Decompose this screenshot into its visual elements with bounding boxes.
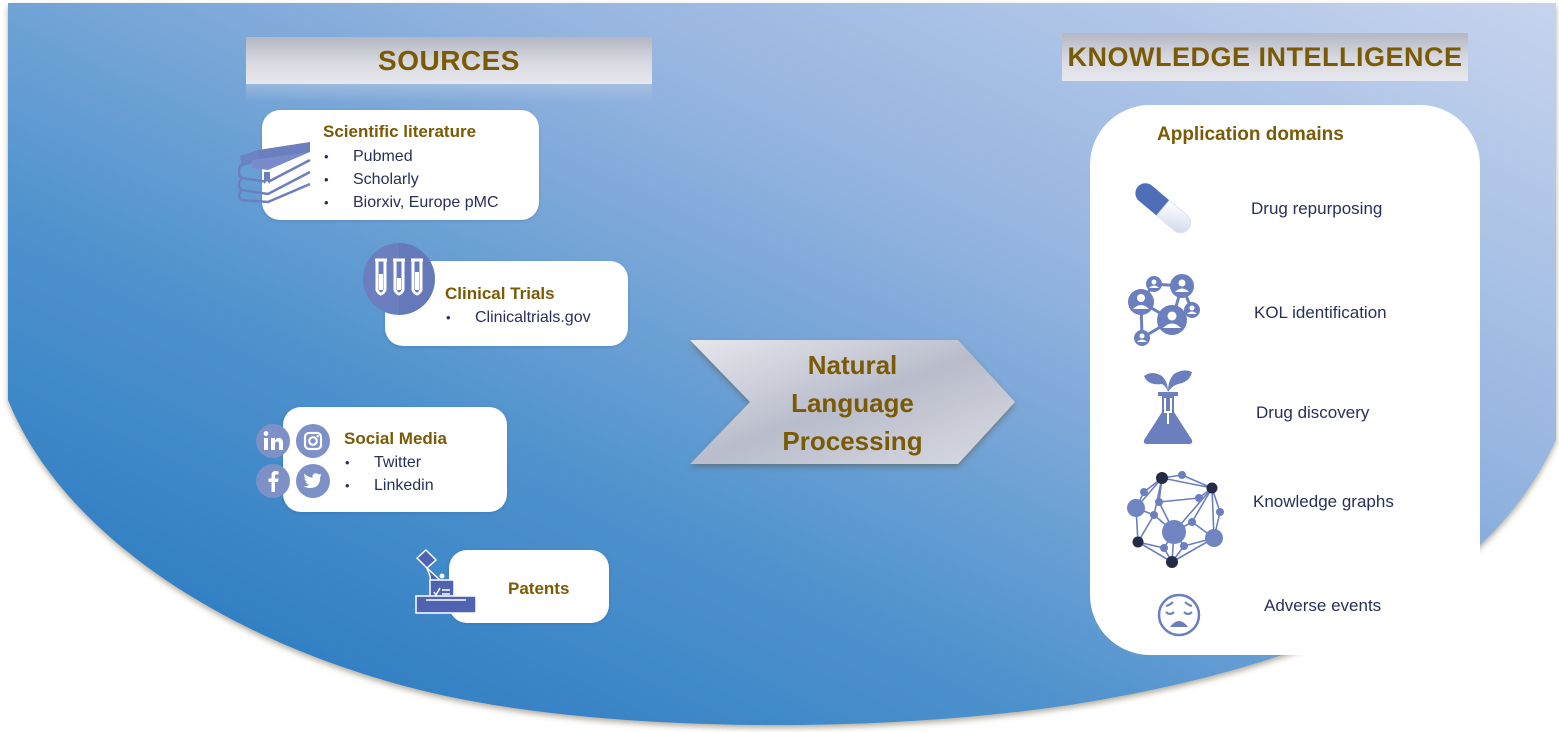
knowledge-intelligence-header-text: KNOWLEDGE INTELLIGENCE [1067,41,1463,72]
nlp-line: Natural [807,350,898,380]
list-item: •Clinicaltrials.gov [446,309,591,326]
capsule-icon [1135,183,1192,234]
twitter-icon [296,464,330,498]
social-media-icons [256,424,334,502]
source-list-social-media: •Twitter •Linkedin [345,451,434,497]
knowledge-intelligence-header: KNOWLEDGE INTELLIGENCE [1062,33,1468,81]
domain-label-drug-repurposing: Drug repurposing [1251,199,1383,218]
people-network-icon [1128,274,1200,346]
graph-network-icon [1127,471,1224,568]
domain-label-adverse-events: Adverse events [1264,596,1382,615]
books-icon [238,142,311,204]
test-tubes-icon [363,243,435,315]
domain-label-drug-discovery: Drug discovery [1256,403,1370,422]
nlp-line: Language [791,388,914,418]
ballot-box-icon [415,548,477,614]
nlp-line: Processing [782,426,923,456]
list-item: •Twitter [345,454,422,471]
list-item: •Linkedin [345,477,434,494]
source-card-scientific-literature [262,110,539,220]
source-list-clinical-trials: •Clinicaltrials.gov [446,306,591,329]
linkedin-icon [256,424,290,458]
sources-header-text: SOURCES [378,44,520,76]
source-title-clinical-trials: Clinical Trials [445,284,555,303]
list-item: •Biorxiv, Europe pMC [324,194,499,211]
nlp-label: Natural Language Processing [760,346,945,460]
list-item: •Scholarly [324,171,419,188]
sad-face-icon [1157,593,1201,637]
instagram-icon [296,424,330,458]
source-title-social-media: Social Media [344,429,447,448]
source-title-scientific-literature: Scientific literature [323,122,477,141]
flask-plant-icon [1143,370,1193,444]
sources-header-reflection [246,84,652,102]
source-title-patents: Patents [508,579,570,598]
nlp-arrow [690,340,1015,464]
source-list-scientific-literature: •Pubmed •Scholarly •Biorxiv, Europe pMC [324,145,499,214]
sources-header: SOURCES [246,37,652,84]
domain-label-kol-identification: KOL identification [1254,303,1387,322]
facebook-icon [256,464,290,498]
domain-label-knowledge-graphs: Knowledge graphs [1253,492,1394,511]
list-item: •Pubmed [324,148,413,165]
application-domains-title: Application domains [1157,124,1344,145]
